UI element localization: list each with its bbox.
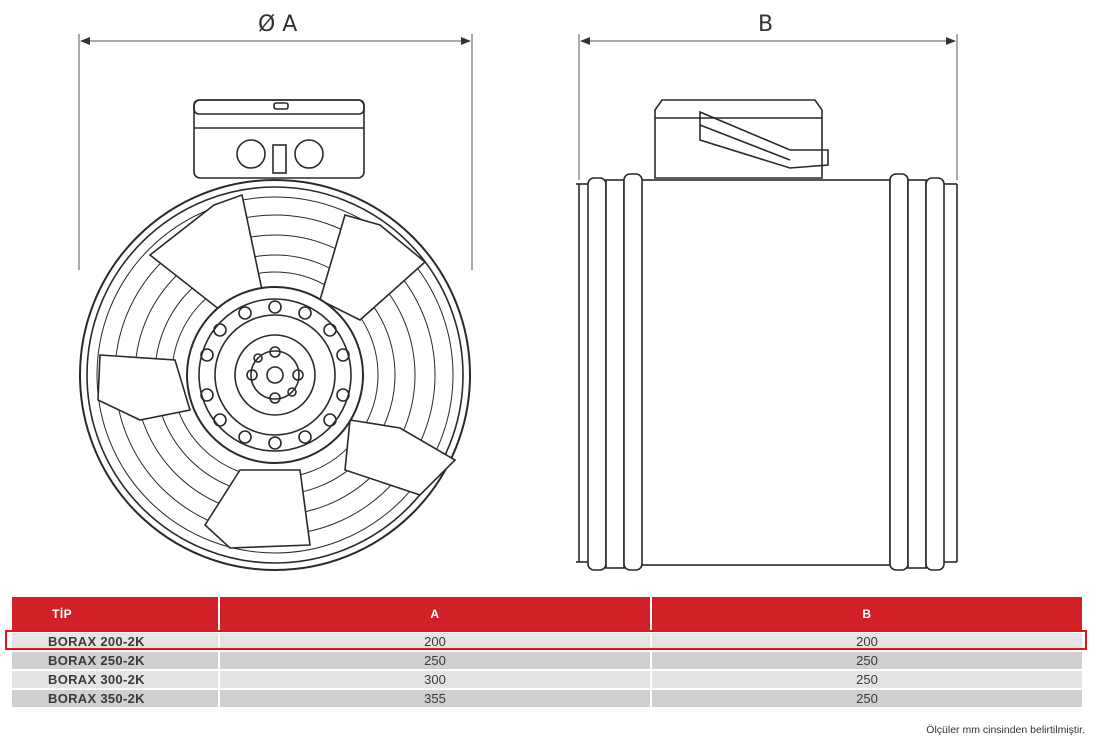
- dimension-a-label: Ø A: [258, 12, 298, 37]
- header-a: A: [220, 597, 650, 631]
- cell-b: 200: [652, 633, 1082, 650]
- table-header-row: TİP A B: [12, 597, 1082, 631]
- table-row: BORAX 250-2K 250 250: [12, 652, 1082, 669]
- cell-b: 250: [652, 690, 1082, 707]
- cell-a: 300: [220, 671, 650, 688]
- cell-tip: BORAX 300-2K: [12, 671, 218, 688]
- fan-front-view: [79, 99, 471, 571]
- cell-tip: BORAX 350-2K: [12, 690, 218, 707]
- fan-side-view: [576, 99, 958, 571]
- cell-tip: BORAX 250-2K: [12, 652, 218, 669]
- cell-a: 355: [220, 690, 650, 707]
- dimension-lines: [78, 34, 958, 270]
- cell-b: 250: [652, 671, 1082, 688]
- cell-tip: BORAX 200-2K: [12, 633, 218, 650]
- header-b: B: [652, 597, 1082, 631]
- dimension-b-label: B: [758, 12, 774, 37]
- header-tip: TİP: [12, 597, 218, 631]
- table-row: BORAX 300-2K 300 250: [12, 671, 1082, 688]
- table-row: BORAX 200-2K 200 200: [12, 633, 1082, 650]
- cell-a: 200: [220, 633, 650, 650]
- table-row: BORAX 350-2K 355 250: [12, 690, 1082, 707]
- units-footnote: Ölçüler mm cinsinden belirtilmiştir.: [926, 724, 1085, 736]
- cell-b: 250: [652, 652, 1082, 669]
- cell-a: 250: [220, 652, 650, 669]
- dimension-table: TİP A B BORAX 200-2K 200 200 BORAX 250-2…: [10, 595, 1084, 709]
- fan-technical-drawing: [78, 34, 958, 571]
- row-highlight-box: [5, 630, 1087, 650]
